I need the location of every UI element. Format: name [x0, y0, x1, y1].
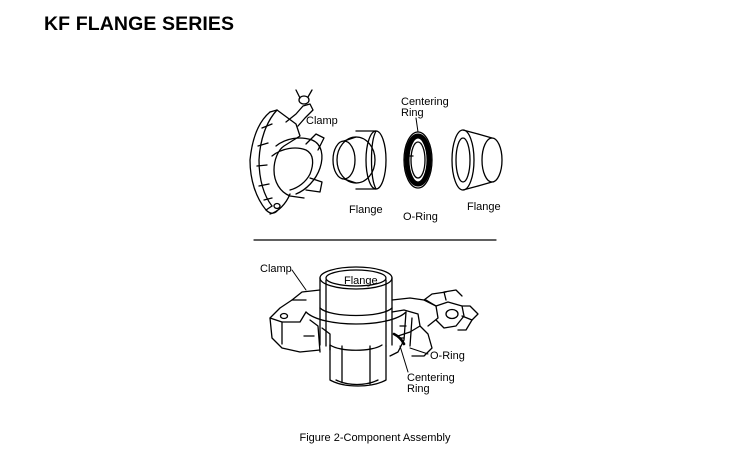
- clamp-exploded: [249, 89, 325, 215]
- centering-ring-leader: [415, 117, 419, 133]
- label-centering-ring-assembled-line1: Centering: [407, 372, 455, 384]
- label-clamp-exploded: Clamp: [306, 115, 338, 127]
- label-o-ring-exploded: O-Ring: [403, 211, 438, 223]
- label-flange-right-exploded: Flange: [467, 201, 501, 213]
- page-title: KF FLANGE SERIES: [44, 13, 235, 35]
- o-ring-leader: [409, 347, 429, 355]
- clamp-leader: [291, 269, 307, 291]
- label-centering-ring-assembled-line2: Ring: [407, 383, 430, 395]
- label-centering-ring-exploded-line1: Centering: [401, 96, 449, 108]
- label-clamp-assembled: Clamp: [260, 263, 292, 275]
- label-flange-left-exploded: Flange: [349, 204, 383, 216]
- flange-right-exploded: [451, 129, 503, 191]
- figure-caption: Figure 2-Component Assembly: [299, 432, 451, 444]
- centering-ring-leader-assembled: [399, 345, 409, 373]
- flange-left-exploded: [332, 130, 387, 190]
- label-o-ring-assembled: O-Ring: [430, 350, 465, 362]
- label-flange-assembled: Flange: [344, 275, 378, 287]
- assembled-assembly: [269, 266, 479, 387]
- label-centering-ring-exploded-line2: Ring: [401, 107, 424, 119]
- centering-ring-exploded: [403, 131, 433, 189]
